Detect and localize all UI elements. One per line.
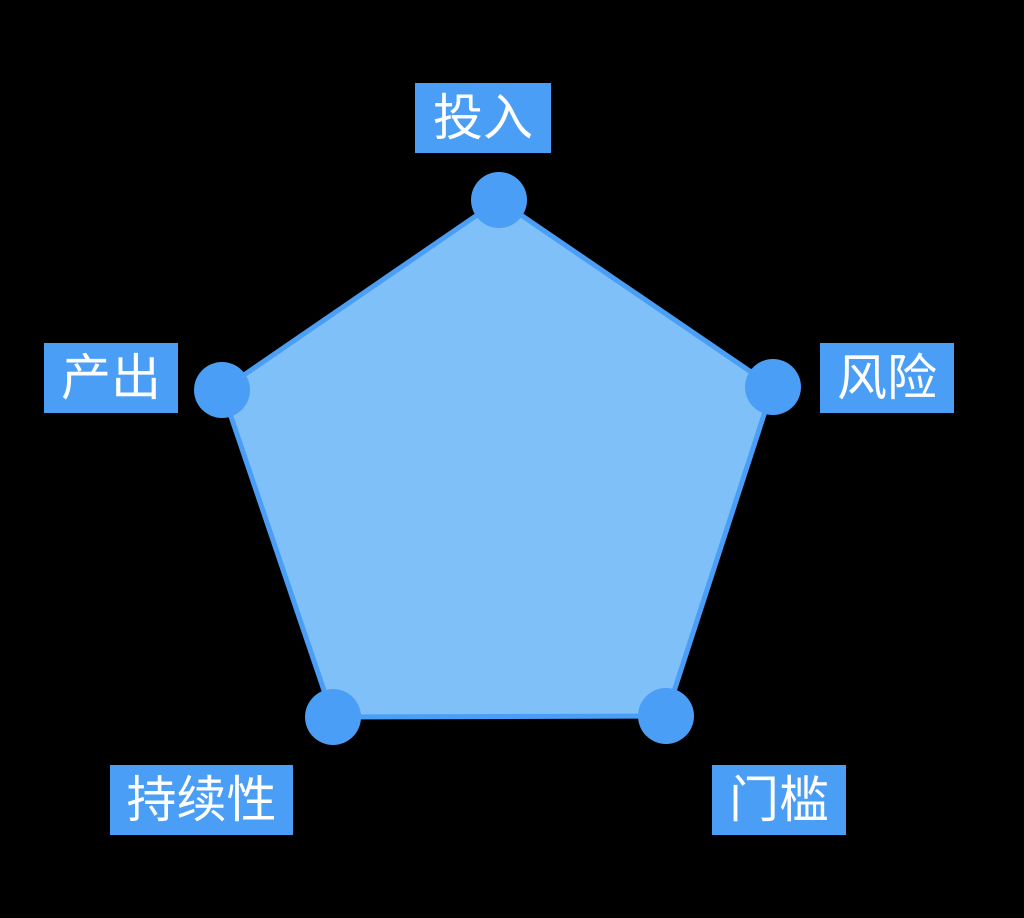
axis-label-bottom-left: 持续性 — [110, 765, 293, 835]
radar-series-polygon — [219, 197, 776, 720]
data-point-marker-bottom-left[interactable] — [305, 689, 361, 745]
data-point-marker-left[interactable] — [194, 362, 250, 418]
axis-label-bottom-right: 门槛 — [712, 765, 846, 835]
axis-label-right: 风险 — [820, 343, 954, 413]
axis-label-top: 投入 — [415, 83, 551, 153]
data-point-marker-top[interactable] — [471, 172, 527, 228]
axis-label-left: 产出 — [44, 343, 178, 413]
data-point-marker-bottom-right[interactable] — [638, 688, 694, 744]
data-point-marker-right[interactable] — [745, 359, 801, 415]
